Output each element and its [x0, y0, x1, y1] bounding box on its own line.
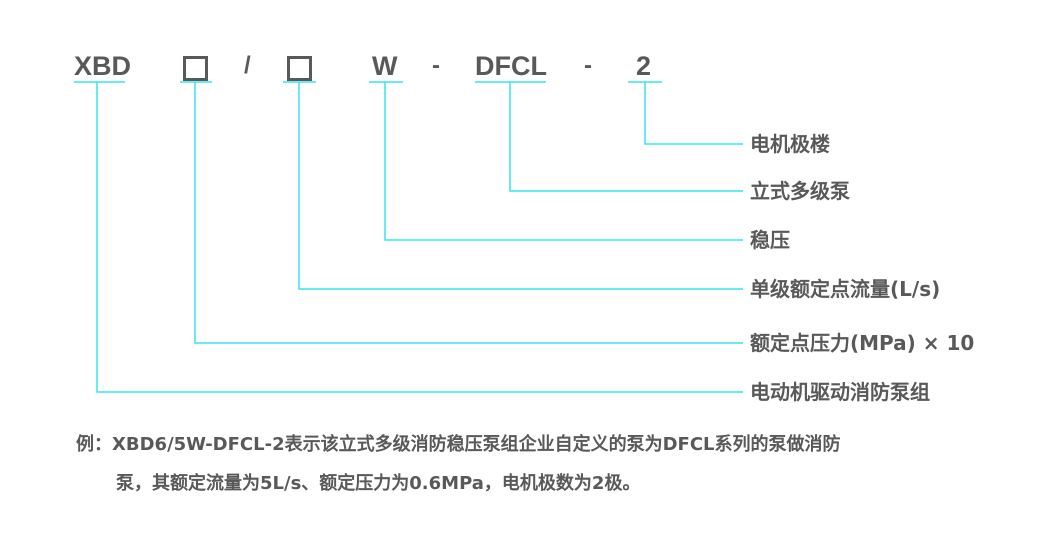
code-dfcl: DFCL — [475, 51, 547, 81]
connector-pressure — [180, 81, 743, 344]
example-line-1: 例：XBD6/5W-DFCL-2表示该立式多级消防稳压泵组企业自定义的泵为DFC… — [76, 434, 841, 455]
label-rated-pressure: 额定点压力(MPa) × 10 — [750, 331, 975, 355]
code-w: W — [372, 51, 398, 81]
connector-xbd — [74, 81, 743, 393]
connector-w — [369, 81, 743, 241]
label-vertical-multistage-pump: 立式多级泵 — [750, 179, 850, 203]
connector-dfcl — [475, 81, 743, 192]
connector-poles — [628, 81, 743, 145]
code-slash: / — [244, 52, 251, 79]
label-rated-flow: 单级额定点流量(L/s) — [750, 277, 941, 301]
code-placeholder-flow-box — [287, 56, 312, 81]
code-dash-1: - — [432, 52, 440, 79]
code-poles: 2 — [636, 51, 652, 81]
label-pressure-stabilizing: 稳压 — [750, 228, 790, 252]
label-motor-poles: 电机极楼 — [750, 132, 830, 156]
connector-flow — [283, 81, 743, 290]
code-prefix-xbd: XBD — [74, 51, 132, 81]
code-dash-2: - — [584, 52, 592, 79]
example-line-2: 泵，其额定流量为5L/s、额定压力为0.6MPa，电机极数为2极。 — [116, 473, 641, 494]
code-placeholder-pressure-box — [183, 56, 208, 81]
label-motor-driven-fire-pump-set: 电动机驱动消防泵组 — [750, 380, 930, 404]
